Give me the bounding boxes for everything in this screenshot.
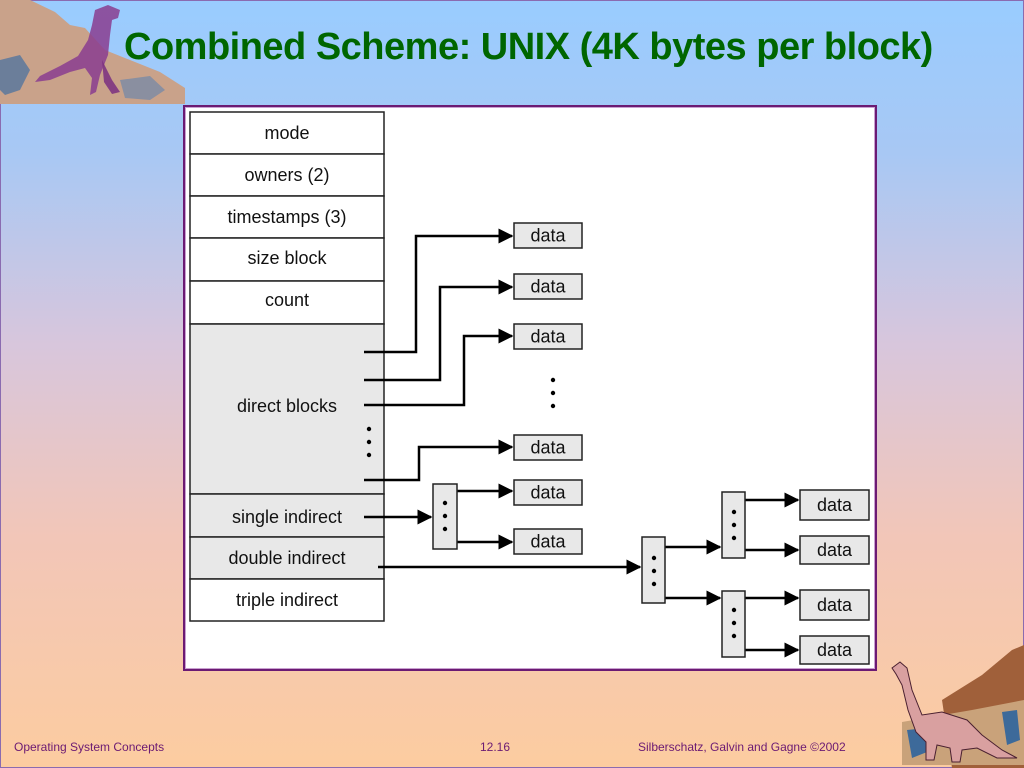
pointer-arrow — [364, 279, 514, 382]
data-block-label: data — [530, 327, 566, 347]
inode-field-label: count — [265, 290, 309, 310]
ellipsis-dots-icon — [731, 607, 737, 613]
footer-copyright: Silberschatz, Galvin and Gagne ©2002 — [638, 740, 846, 754]
inode-field-label: timestamps (3) — [227, 207, 346, 227]
data-block-label: data — [817, 495, 853, 515]
inode-field-direct-blocks — [189, 323, 385, 495]
inode-field-label: mode — [264, 123, 309, 143]
data-block — [513, 528, 583, 555]
dinosaur-trex-icon — [0, 0, 185, 104]
footer-book-title: Operating System Concepts — [14, 740, 165, 754]
ellipsis-dots-icon — [731, 633, 737, 639]
data-block-label: data — [817, 595, 853, 615]
pointer-arrow — [364, 328, 514, 407]
ellipsis-dots-icon — [550, 377, 556, 383]
inode-field-double-indirect — [189, 536, 385, 580]
inode-field-timestamps — [189, 195, 385, 239]
ellipsis-dots-icon — [731, 522, 737, 528]
data-block — [513, 273, 583, 300]
ellipsis-dots-icon — [442, 513, 448, 519]
diagram-panel: mode owners (2) timestamps (3) size block co… — [183, 105, 877, 671]
slide-title: Combined Scheme: UNIX (4K bytes per bloc… — [124, 26, 933, 68]
data-block — [799, 635, 870, 665]
footer-page-number: 12.16 — [480, 740, 511, 754]
ellipsis-dots-icon — [442, 526, 448, 532]
data-blocks: data data data data data data data data data data — [432, 222, 870, 665]
inode-field-mode — [189, 111, 385, 155]
data-block-label: data — [530, 483, 566, 503]
inode-field-label: double indirect — [228, 548, 345, 568]
dinosaur-brontosaurus-icon — [891, 645, 1024, 768]
data-block — [799, 589, 870, 621]
data-block — [513, 479, 583, 506]
ellipsis-dots-icon — [442, 500, 448, 506]
pointer-arrow — [364, 228, 514, 354]
data-block-label: data — [530, 226, 566, 246]
inode-field-count — [189, 280, 385, 325]
data-block — [513, 323, 583, 350]
inode-field-label: single indirect — [232, 507, 342, 527]
ellipsis-dots-icon — [366, 439, 372, 445]
data-block — [513, 222, 583, 249]
data-block — [799, 535, 870, 565]
ellipsis-dots-icon — [550, 390, 556, 396]
inode-diagram: mode owners (2) timestamps (3) size block co… — [189, 111, 870, 665]
data-block-label: data — [817, 640, 853, 660]
ellipsis-dots-icon — [366, 452, 372, 458]
inode-field-label: direct blocks — [237, 396, 337, 416]
inode-field-label: triple indirect — [236, 590, 338, 610]
data-block-label: data — [530, 438, 566, 458]
ellipsis-dots-icon — [651, 555, 657, 561]
pointer-links — [364, 228, 800, 658]
ellipsis-dots-icon — [550, 403, 556, 409]
diagram-canvas: mode owners (2) timestamps (3) size block co… — [185, 107, 875, 669]
inode-field-triple-indirect — [189, 578, 385, 622]
ellipsis-dots-icon — [366, 426, 372, 432]
ellipsis-dots-icon — [651, 568, 657, 574]
ellipsis-dots-icon — [731, 620, 737, 626]
inode-field-label: owners (2) — [244, 165, 329, 185]
data-block-label: data — [817, 540, 853, 560]
inode-table: mode owners (2) timestamps (3) size block co… — [189, 111, 385, 622]
inode-field-owners — [189, 153, 385, 197]
ellipsis-dots-icon — [731, 535, 737, 541]
index-block — [432, 483, 458, 550]
pointer-arrow — [364, 439, 514, 482]
data-block-label: data — [530, 532, 566, 552]
ellipsis-dots-icon — [651, 581, 657, 587]
ellipsis-dots-icon — [731, 509, 737, 515]
data-block — [799, 489, 870, 521]
data-block-label: data — [530, 277, 566, 297]
data-block — [513, 434, 583, 461]
inode-field-label: size block — [247, 248, 327, 268]
